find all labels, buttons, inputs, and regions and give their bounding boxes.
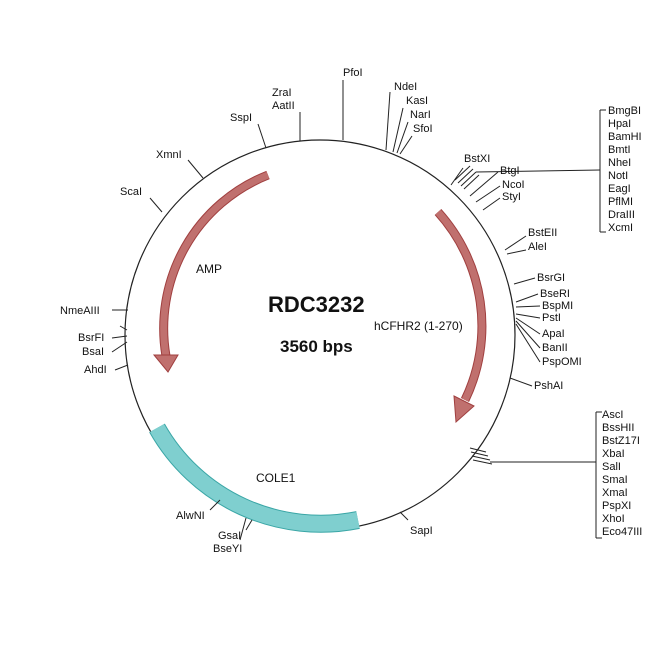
svg-text:PstI: PstI <box>542 312 561 324</box>
cole1-feature <box>150 424 360 532</box>
svg-text:PflMI: PflMI <box>608 196 633 208</box>
hcfhr2-arrow-head <box>453 395 475 424</box>
svg-text:BssHII: BssHII <box>602 422 634 434</box>
svg-text:AscI: AscI <box>602 409 623 421</box>
svg-text:BtgI: BtgI <box>500 165 520 177</box>
site-cluster-top: BmgBI HpaI BamHI BmtI NheI NotI EagI Pfl… <box>454 105 642 234</box>
svg-text:NmeAIII: NmeAIII <box>60 305 100 317</box>
svg-text:PspXI: PspXI <box>602 500 631 512</box>
site-xmni: XmnI <box>156 149 204 179</box>
amp-arrow-head <box>152 354 179 373</box>
svg-text:BseRI: BseRI <box>540 288 570 300</box>
site-bsrgi-group: BsrGI BseRI BspMI PstI ApaI BanII PspOMI <box>513 272 582 368</box>
hcfhr2-label: hCFHR2 (1-270) <box>374 319 463 333</box>
svg-text:NotI: NotI <box>608 170 628 182</box>
svg-text:SmaI: SmaI <box>602 474 628 486</box>
svg-text:XhoI: XhoI <box>602 513 625 525</box>
site-bstxi: BstXI <box>450 153 490 186</box>
amp-label: AMP <box>196 262 222 276</box>
svg-text:EagI: EagI <box>608 183 631 195</box>
svg-text:AhdI: AhdI <box>84 364 107 376</box>
svg-text:SapI: SapI <box>410 525 433 537</box>
svg-text:NdeI: NdeI <box>394 81 417 93</box>
svg-text:AlwNI: AlwNI <box>176 510 205 522</box>
site-ndei-group: NdeI KasI NarI SfoI <box>385 81 433 155</box>
svg-text:BstEII: BstEII <box>528 227 557 239</box>
svg-text:Eco47III: Eco47III <box>602 526 642 538</box>
svg-text:XmaI: XmaI <box>602 487 628 499</box>
svg-text:KasI: KasI <box>406 95 428 107</box>
svg-text:BsrFI: BsrFI <box>78 332 104 344</box>
plasmid-name: RDC3232 <box>268 292 365 317</box>
svg-text:PshAI: PshAI <box>534 380 563 392</box>
svg-text:BsaI: BsaI <box>82 346 104 358</box>
site-pfoi: PfoI <box>342 67 363 140</box>
svg-text:ScaI: ScaI <box>120 186 142 198</box>
svg-text:XmnI: XmnI <box>156 149 182 161</box>
svg-text:AleI: AleI <box>528 241 547 253</box>
plasmid-size: 3560 bps <box>280 337 353 356</box>
svg-text:BanII: BanII <box>542 342 568 354</box>
site-gsai-bseyi: GsaI BseYI <box>213 517 253 555</box>
svg-text:PspOMI: PspOMI <box>542 356 582 368</box>
svg-text:NarI: NarI <box>410 109 431 121</box>
site-bsrfi-bsai: BsrFI BsaI <box>78 325 128 358</box>
svg-text:BsrGI: BsrGI <box>537 272 565 284</box>
site-cluster-bottom: AscI BssHII BstZ17I XbaI SalI SmaI XmaI … <box>469 409 642 539</box>
svg-text:ApaI: ApaI <box>542 328 565 340</box>
svg-text:GsaI: GsaI <box>218 530 241 542</box>
site-zrai-aatii: ZraI AatII <box>272 87 301 141</box>
svg-text:ZraI: ZraI <box>272 87 292 99</box>
svg-text:SspI: SspI <box>230 112 252 124</box>
svg-text:AatII: AatII <box>272 100 295 112</box>
svg-text:SfoI: SfoI <box>413 123 433 135</box>
svg-text:BstZ17I: BstZ17I <box>602 435 640 447</box>
site-sspi: SspI <box>230 112 267 149</box>
svg-text:BmtI: BmtI <box>608 144 631 156</box>
svg-text:NheI: NheI <box>608 157 631 169</box>
cole1-label: COLE1 <box>256 471 296 485</box>
svg-text:DraIII: DraIII <box>608 209 635 221</box>
site-ahdi: AhdI <box>84 364 129 376</box>
svg-text:SalI: SalI <box>602 461 621 473</box>
svg-text:BspMI: BspMI <box>542 300 573 312</box>
hcfhr2-arrow-shaft <box>435 209 486 402</box>
site-bsteii-alei: BstEII AleI <box>504 227 557 255</box>
svg-text:HpaI: HpaI <box>608 118 631 130</box>
site-alwni: AlwNI <box>176 499 221 522</box>
site-btgi-group: BtgI NcoI StyI <box>469 165 525 211</box>
site-nmeaiii: NmeAIII <box>60 305 128 317</box>
svg-text:PfoI: PfoI <box>343 67 363 79</box>
svg-text:NcoI: NcoI <box>502 179 525 191</box>
site-sapi: SapI <box>399 511 433 537</box>
svg-text:StyI: StyI <box>502 191 521 203</box>
site-scai: ScaI <box>120 186 163 213</box>
svg-text:BstXI: BstXI <box>464 153 490 165</box>
svg-text:XbaI: XbaI <box>602 448 625 460</box>
svg-text:BseYI: BseYI <box>213 543 242 555</box>
svg-text:BmgBI: BmgBI <box>608 105 641 117</box>
svg-text:XcmI: XcmI <box>608 222 633 234</box>
svg-text:BamHI: BamHI <box>608 131 642 143</box>
site-pshai: PshAI <box>509 377 563 392</box>
amp-arrow-shaft <box>160 171 270 357</box>
